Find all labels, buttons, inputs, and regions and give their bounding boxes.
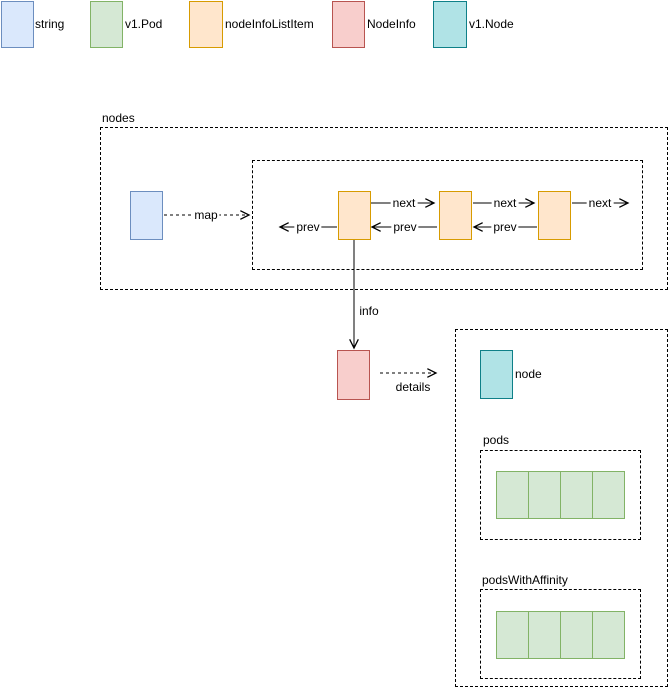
legend-label-pod: v1.Pod [125, 17, 163, 31]
legend-nodeinfo-swatch [332, 1, 365, 48]
node-info-list-item-1 [338, 191, 371, 240]
legend-pod-swatch [90, 1, 123, 48]
pod-cell [560, 611, 593, 659]
map-key-box [130, 191, 163, 240]
node-info-list-item-2 [439, 191, 472, 240]
legend-label-nodeinfo: NodeInfo [367, 17, 416, 31]
legend-node-swatch [433, 1, 467, 48]
info-edge-label: info [357, 304, 381, 318]
linked-list-container [252, 160, 643, 270]
prev-edge-label-1: prev [294, 220, 322, 234]
pods-with-affinity-container [480, 589, 641, 679]
pods-row [496, 471, 625, 519]
node-box [480, 350, 513, 399]
map-edge-label: map [192, 208, 220, 222]
pod-cell [528, 611, 561, 659]
details-container [455, 329, 668, 687]
node-box-label: node [515, 367, 542, 381]
nodes-container [100, 127, 668, 290]
pod-cell [496, 471, 529, 519]
next-edge-label-3: next [586, 196, 614, 210]
pods-label: pods [483, 433, 510, 447]
pod-cell [560, 471, 593, 519]
pod-cell [592, 471, 625, 519]
node-info-list-item-3 [538, 191, 571, 240]
nodes-container-label: nodes [102, 111, 135, 125]
prev-edge-label-2: prev [391, 220, 419, 234]
pod-cell [496, 611, 529, 659]
legend-label-listitem: nodeInfoListItem [225, 17, 314, 31]
pods-with-affinity-label: podsWithAffinity [482, 573, 568, 587]
pod-cell [592, 611, 625, 659]
node-info-box [337, 350, 370, 400]
pods-with-affinity-row [496, 611, 625, 659]
pod-cell [528, 471, 561, 519]
legend-string-swatch [1, 1, 34, 48]
legend-listitem-swatch [189, 1, 223, 48]
next-edge-label-2: next [491, 196, 519, 210]
details-edge-label: details [393, 380, 433, 394]
legend-label-node: v1.Node [469, 17, 514, 31]
legend-label-string: string [35, 17, 65, 31]
prev-edge-label-3: prev [491, 220, 519, 234]
next-edge-label-1: next [390, 196, 418, 210]
pods-container [480, 450, 641, 540]
